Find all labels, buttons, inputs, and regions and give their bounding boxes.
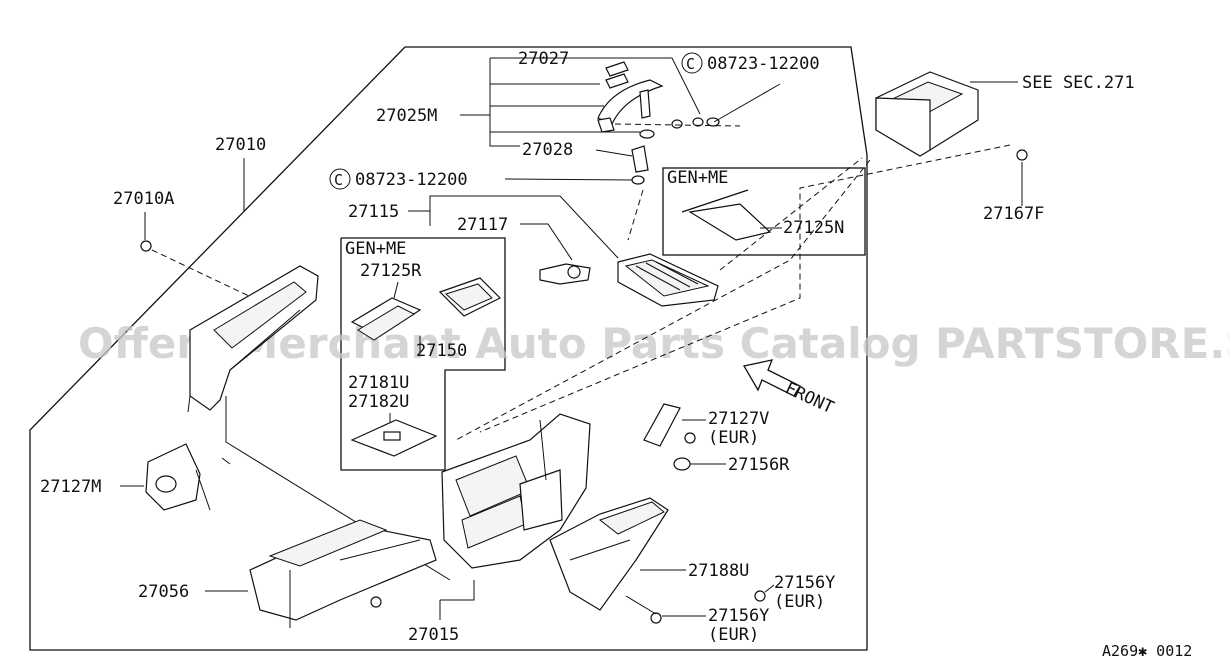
label-27188u: 27188U (688, 561, 749, 581)
clip-08723-b (631, 175, 645, 185)
label-27127m: 27127M (40, 477, 101, 497)
label-eur-1: (EUR) (708, 428, 759, 448)
connector-tube (631, 145, 649, 173)
clip-small-a (671, 119, 683, 129)
label-27150: 27150 (416, 341, 467, 361)
label-27181u: 27181U (348, 373, 409, 393)
bracket-27127m (145, 443, 211, 511)
label-see-sec-271: SEE SEC.271 (1022, 73, 1135, 93)
rod-27125n (681, 189, 772, 241)
heater-core-27115 (617, 253, 719, 307)
label-27182u: 27182U (348, 392, 409, 412)
gen-me-top-box (662, 167, 866, 256)
clip-27028 (639, 129, 655, 139)
label-27156y-a: 27156Y (774, 573, 835, 593)
circle-c-symbol-a (681, 52, 703, 74)
clip-small-c (706, 117, 720, 127)
outer-frame (29, 46, 868, 651)
heater-unit-27015 (441, 413, 591, 569)
label-27117: 27117 (457, 215, 508, 235)
bracket-27127v (643, 403, 696, 447)
label-27127v: 27127V (708, 409, 769, 429)
label-27027: 27027 (518, 49, 569, 69)
circle-c-symbol-b (329, 168, 351, 190)
label-27125n: 27125N (783, 218, 844, 238)
label-27156r: 27156R (728, 455, 790, 475)
duct-27056 (249, 519, 437, 628)
clip-27156r (673, 457, 691, 471)
label-27156y-b: 27156Y (708, 606, 769, 626)
label-27015: 27015 (408, 625, 459, 645)
gen-me-left-box (340, 237, 506, 471)
label-gen-me-top: GEN+ME (667, 168, 728, 188)
label-eur-2: (EUR) (774, 592, 825, 612)
label-27056: 27056 (138, 582, 189, 602)
front-arrow (742, 359, 801, 397)
clip-27156y-b (650, 612, 662, 624)
label-27025m: 27025M (376, 106, 437, 126)
label-27125r: 27125R (360, 261, 422, 281)
label-08723-a: 08723-12200 (707, 54, 820, 74)
valve-27117 (539, 263, 591, 285)
circle-c-b: C (334, 171, 343, 189)
reference-code: A269✱ 0012 (1102, 642, 1192, 660)
lever-27181u (350, 419, 438, 457)
label-08723-b: 08723-12200 (355, 170, 468, 190)
flap-27125r (350, 297, 422, 341)
label-27115: 27115 (348, 202, 399, 222)
label-eur-3: (EUR) (708, 625, 759, 645)
label-gen-me-left: GEN+ME (345, 239, 406, 259)
label-27167f: 27167F (983, 204, 1044, 224)
label-27010: 27010 (215, 135, 266, 155)
clip-27156y-a (754, 590, 766, 602)
clip-small-b (692, 117, 704, 127)
door-27150 (438, 277, 502, 317)
label-27010a: 27010A (113, 189, 174, 209)
circle-c-a: C (686, 55, 695, 73)
bracket-27010 (187, 265, 319, 413)
clip-27167f (1016, 149, 1028, 161)
duct-27188u (549, 497, 669, 611)
bolt-27010a (140, 240, 152, 252)
duct-see-sec-271 (875, 71, 979, 157)
hose-assembly-27025m (597, 61, 664, 133)
label-front: FRONT (782, 378, 837, 418)
label-27028: 27028 (522, 140, 573, 160)
screw-27056 (370, 596, 382, 608)
